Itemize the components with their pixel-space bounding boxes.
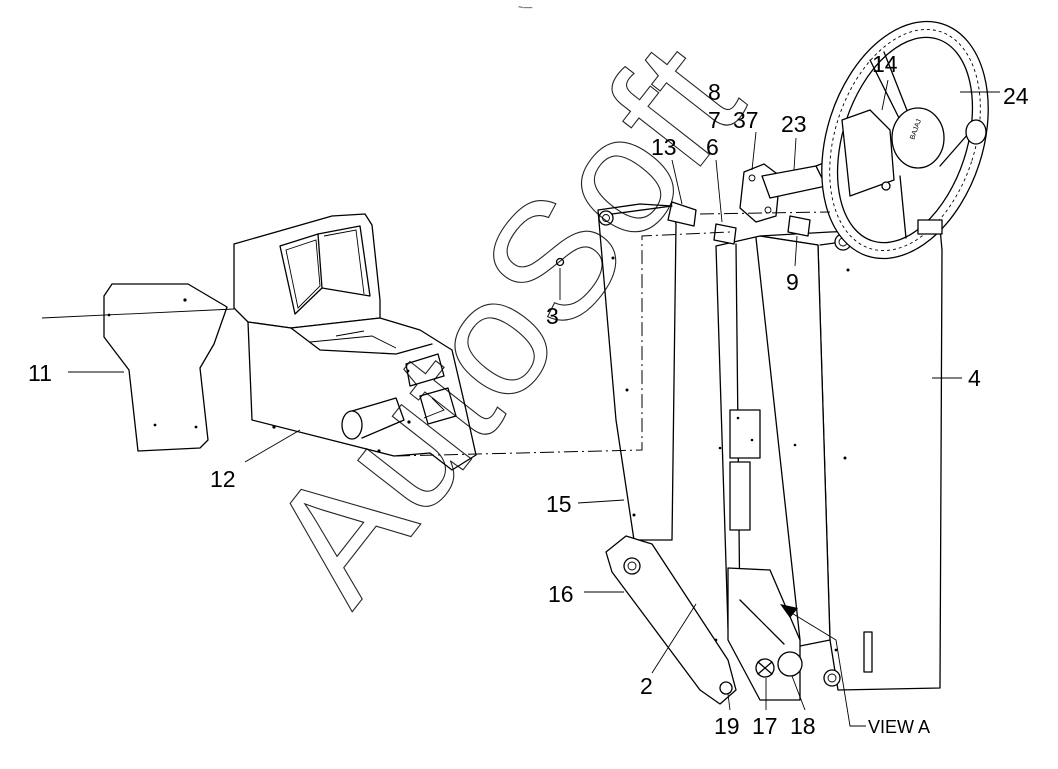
- callout-4: 4: [968, 365, 981, 391]
- view-a-arrow: [780, 604, 866, 727]
- bolt-lower-right: [823, 669, 841, 687]
- center-lines: [395, 211, 831, 457]
- callout-24: 24: [1003, 83, 1029, 109]
- leader-lines: [68, 79, 1000, 711]
- part-11-side-panel: [103, 283, 228, 452]
- header-mark: ~—: [518, 2, 532, 12]
- leader-line-left: [41, 308, 235, 319]
- part-16-lever-arm: [605, 535, 737, 705]
- callout-6: 6: [706, 134, 719, 160]
- callout-17: 17: [752, 713, 778, 739]
- callout-12: 12: [210, 466, 236, 492]
- callout-2: 2: [640, 673, 653, 699]
- callout-14: 14: [872, 51, 898, 77]
- callout-15: 15: [546, 491, 572, 517]
- callout-8: 8: [708, 79, 721, 105]
- view-a-label: VIEW A: [868, 717, 930, 737]
- column-body: [708, 235, 831, 701]
- callouts: 11 12 3 15 16 2 13 6 7 8 37 23 9 14 24 4…: [28, 51, 1029, 739]
- part-12-console-housing: [233, 213, 477, 471]
- callout-11: 11: [28, 360, 52, 386]
- callout-23: 23: [781, 111, 807, 137]
- callout-16: 16: [548, 581, 574, 607]
- callout-7: 7: [708, 107, 721, 133]
- callout-19: 19: [714, 713, 740, 739]
- callout-13: 13: [651, 134, 677, 160]
- callout-3: 3: [546, 303, 559, 329]
- part-24-steering-wheel: BAJAJ: [821, 20, 989, 260]
- part-15-left-plate: [597, 203, 677, 541]
- callout-18: 18: [790, 713, 816, 739]
- callout-9: 9: [786, 269, 799, 295]
- callout-37: 37: [733, 107, 759, 133]
